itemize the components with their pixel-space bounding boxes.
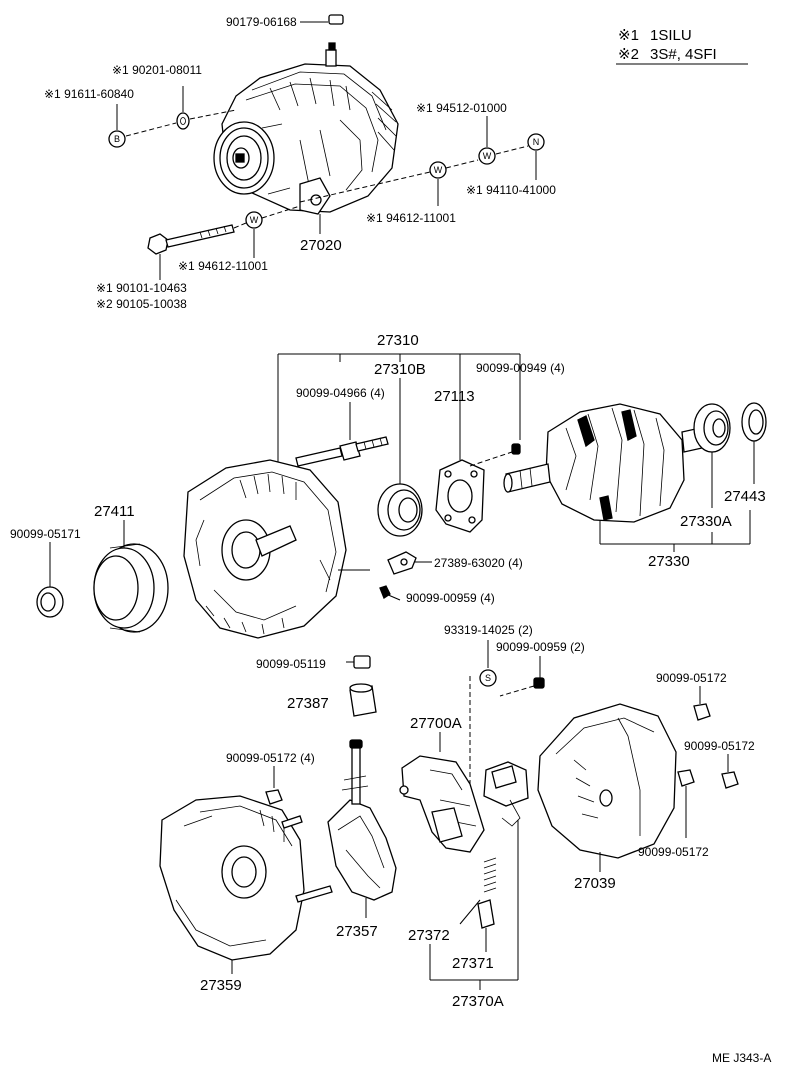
part-label-27310: 27310 bbox=[377, 332, 419, 349]
part-label-91611-60840: ※1 91611-60840 bbox=[44, 87, 134, 101]
group-bracket-27310 bbox=[277, 353, 521, 486]
part-label-27411: 27411 bbox=[94, 503, 135, 520]
part-label-90099-05172-four: 90099-05172 (4) bbox=[226, 751, 315, 765]
part-label-94512-01000: ※1 94512-01000 bbox=[416, 101, 507, 115]
screw-90099-00959-two bbox=[533, 677, 545, 689]
part-label-27359: 27359 bbox=[200, 977, 242, 994]
pulley-27411 bbox=[93, 543, 169, 633]
part-label-94110-41000: ※1 94110-41000 bbox=[466, 183, 556, 197]
part-label-27330: 27330 bbox=[648, 553, 690, 570]
cover-27443 bbox=[741, 402, 767, 442]
part-label-27371: 27371 bbox=[452, 955, 494, 972]
badge-w-text-2: W bbox=[483, 151, 492, 161]
part-label-90099-05172-a: 90099-05172 bbox=[656, 671, 727, 685]
badge-n-text: N bbox=[533, 137, 540, 147]
legend-text-2: 3S#, 4SFI bbox=[650, 46, 717, 63]
part-label-94612-11001-b: ※1 94612-11001 bbox=[178, 259, 268, 273]
nut-b-91611-60840[interactable]: B bbox=[108, 130, 126, 148]
washer-w-94612-11001-left[interactable]: W bbox=[245, 211, 263, 229]
nut-90099-05119 bbox=[346, 655, 371, 669]
part-label-90099-05119: 90099-05119 bbox=[256, 657, 326, 671]
rear-end-cover-27039 bbox=[537, 703, 677, 859]
spacer-s-93319-14025[interactable]: S bbox=[479, 669, 497, 687]
part-label-27387: 27387 bbox=[287, 695, 329, 712]
brush-27371 bbox=[477, 899, 495, 929]
part-label-27370a: 27370A bbox=[452, 993, 504, 1010]
part-label-27389-63020: 27389-63020 (4) bbox=[434, 556, 523, 570]
screw-90099-00949 bbox=[511, 443, 521, 455]
part-label-90201-08011: ※1 90201-08011 bbox=[112, 63, 202, 77]
brush-holder-drawing bbox=[483, 761, 529, 827]
legend-mark-2: ※2 bbox=[618, 46, 639, 63]
part-label-90099-05171: 90099-05171 bbox=[10, 527, 81, 541]
group-rotor-27330 bbox=[599, 510, 751, 552]
part-label-27113: 27113 bbox=[434, 388, 475, 405]
bolt-90101-10463 bbox=[147, 224, 235, 255]
nut-90099-05172-c bbox=[677, 769, 695, 787]
part-label-94612-11001-a: ※1 94612-11001 bbox=[366, 211, 456, 225]
part-label-90101-10463: ※1 90101-10463 bbox=[96, 281, 187, 295]
part-label-90099-00959-b: 90099-00959 (2) bbox=[496, 640, 585, 654]
group-brush-27370a bbox=[429, 944, 518, 990]
bearing-27310b bbox=[377, 483, 423, 537]
rectifier-27357 bbox=[327, 739, 397, 901]
retainer-plate-27113 bbox=[435, 459, 485, 533]
nut-90099-05172-a bbox=[693, 703, 711, 721]
part-label-90099-04966: 90099-04966 (4) bbox=[296, 386, 385, 400]
part-label-90099-00949: 90099-00949 (4) bbox=[476, 361, 565, 375]
rotor-27330 bbox=[503, 403, 703, 523]
bearing-27330a bbox=[693, 403, 731, 453]
washer-90201-08011 bbox=[176, 112, 190, 130]
washer-w-94612-11001-right[interactable]: W bbox=[429, 161, 447, 179]
nut-90179-06168 bbox=[300, 14, 344, 25]
part-label-90099-05172-d: 90099-05172 bbox=[638, 845, 709, 859]
part-label-27372: 27372 bbox=[408, 927, 450, 944]
washer-w-94512-01000[interactable]: W bbox=[478, 147, 496, 165]
screw-90099-00959-four bbox=[379, 585, 401, 601]
nut-90099-05172-four bbox=[265, 789, 283, 805]
alternator-assembly-drawing bbox=[213, 42, 399, 215]
part-label-93319-14025: 93319-14025 (2) bbox=[444, 623, 533, 637]
bolt-90099-04966 bbox=[295, 436, 389, 467]
part-label-27310b: 27310B bbox=[374, 361, 426, 378]
part-label-90099-05172-b: 90099-05172 bbox=[684, 739, 755, 753]
insulator-27389-63020 bbox=[387, 551, 417, 575]
legend-mark-1: ※1 bbox=[618, 27, 639, 44]
part-label-90105-10038: ※2 90105-10038 bbox=[96, 297, 187, 311]
diagram-code: ME J343-A bbox=[712, 1051, 771, 1065]
badge-w-text-1: W bbox=[434, 165, 443, 175]
part-label-27443: 27443 bbox=[724, 488, 766, 505]
spring-27372 bbox=[483, 857, 497, 893]
badge-b-text: B bbox=[114, 134, 120, 144]
part-label-27330a: 27330A bbox=[680, 513, 732, 530]
nut-90099-05172-b bbox=[721, 771, 739, 789]
part-label-90179-06168: 90179-06168 bbox=[226, 15, 297, 29]
nut-90099-05171 bbox=[36, 586, 64, 618]
rear-frame-27359 bbox=[159, 795, 333, 961]
insulator-27387 bbox=[349, 683, 377, 717]
nut-n-94110-41000[interactable]: N bbox=[527, 133, 545, 151]
drive-end-frame-drawing bbox=[183, 459, 370, 639]
part-label-90099-00959-a: 90099-00959 (4) bbox=[406, 591, 495, 605]
legend: ※1 1SILU ※2 3S#, 4SFI bbox=[616, 27, 748, 65]
badge-w-text-3: W bbox=[250, 215, 259, 225]
regulator-27700a bbox=[399, 755, 485, 853]
part-label-27020: 27020 bbox=[300, 237, 342, 254]
legend-text-1: 1SILU bbox=[650, 27, 692, 44]
part-label-27700a: 27700A bbox=[410, 715, 462, 732]
badge-s-text: S bbox=[485, 673, 491, 683]
part-label-27357: 27357 bbox=[336, 923, 378, 940]
part-label-27039: 27039 bbox=[574, 875, 616, 892]
